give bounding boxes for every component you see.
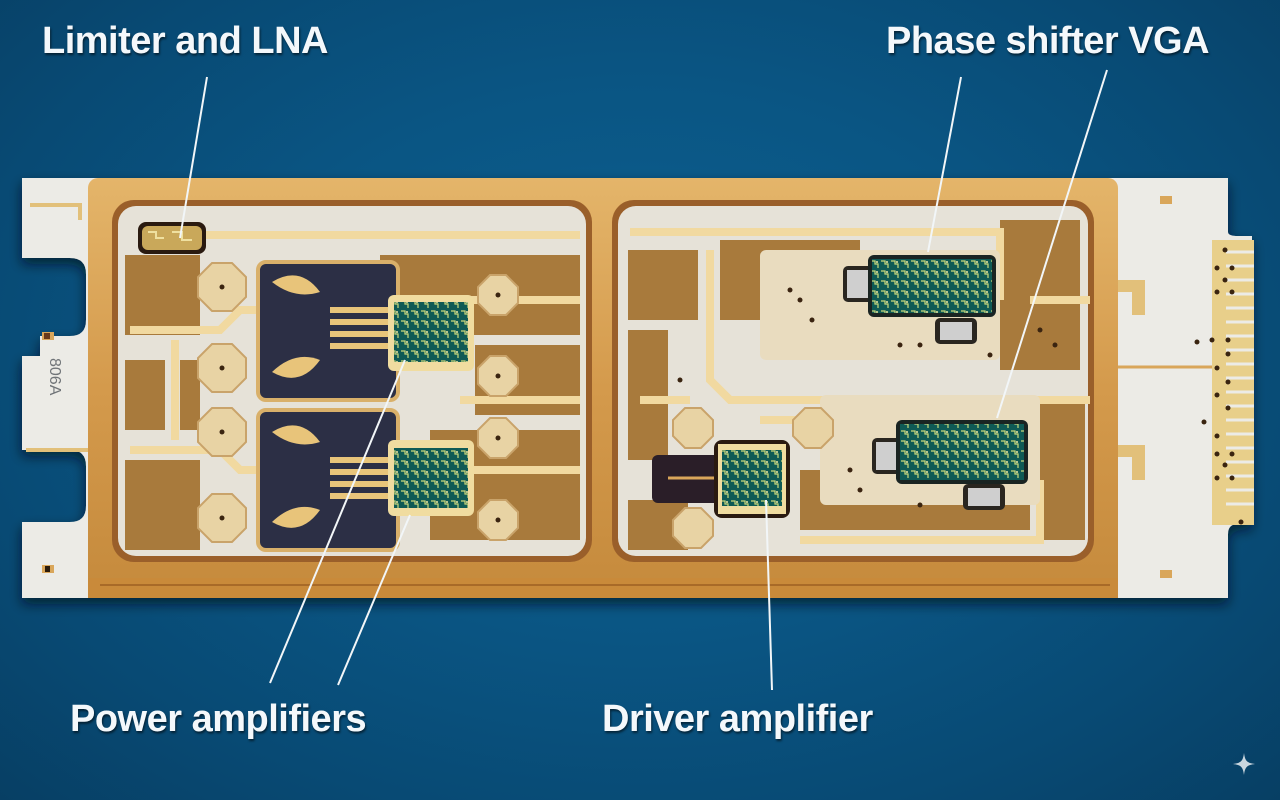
gold-housing <box>88 178 1118 598</box>
part-marking: 806A <box>46 358 63 396</box>
left-cavity-circuit <box>125 222 580 552</box>
power-amplifier-bottom <box>256 408 474 552</box>
right-connector <box>1115 196 1254 578</box>
leader-line-pa-bottom <box>337 514 411 686</box>
leader-line-driver <box>765 499 773 691</box>
leader-line-pa-top <box>269 359 406 684</box>
label-limiter-lna: Limiter and LNA <box>42 20 328 62</box>
label-power-amplifiers: Power amplifiers <box>70 698 367 740</box>
leader-line-phase-bottom <box>996 69 1108 419</box>
label-phase-shifter-vga: Phase shifter VGA <box>886 20 1210 62</box>
leader-lines <box>179 69 1108 691</box>
leader-line-phase-top <box>927 76 962 253</box>
leader-line-lna <box>179 76 208 239</box>
phase-shifter-vga-chip-top <box>843 255 996 344</box>
sparkle-icon <box>1233 753 1255 775</box>
limiter-lna-chip <box>138 222 206 254</box>
right-cavity-circuit <box>628 220 1090 550</box>
phase-shifter-vga-chip-bottom <box>872 420 1028 510</box>
driver-amplifier-chip <box>652 440 790 518</box>
left-ceramic-details: 806A <box>26 203 96 573</box>
label-driver-amplifier: Driver amplifier <box>602 698 873 740</box>
power-amplifier-top <box>256 260 474 402</box>
